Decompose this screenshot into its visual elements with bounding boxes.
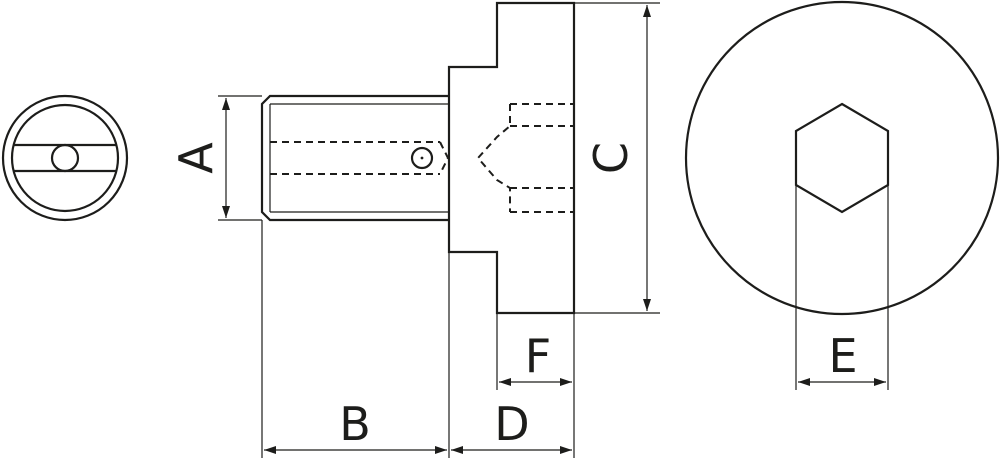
front-view	[684, 0, 1000, 316]
head-and-shoulder-outline	[447, 1, 576, 315]
threaded-shank-outline	[260, 94, 449, 222]
label-b: B	[339, 397, 371, 451]
head-face-circle	[684, 0, 1000, 316]
side-view	[260, 1, 576, 315]
dimension-lines	[222, 5, 886, 454]
label-d: D	[494, 397, 529, 451]
hidden-socket-tip	[476, 104, 511, 212]
cross-hole	[410, 146, 434, 170]
label-e: E	[828, 329, 857, 383]
end-view-outer-circle	[1, 94, 129, 222]
dimension-labels: A B C D E F	[169, 142, 858, 451]
extension-lines	[218, 2, 889, 458]
end-view-inner-circle	[10, 103, 120, 213]
hex-socket	[794, 102, 890, 214]
label-f: F	[525, 329, 551, 383]
hidden-bore-tip	[439, 141, 450, 175]
cross-hole-center	[420, 156, 424, 160]
label-c: C	[584, 142, 638, 174]
label-a: A	[169, 142, 223, 174]
end-view	[1, 94, 129, 222]
end-view-center-hole	[50, 143, 80, 173]
